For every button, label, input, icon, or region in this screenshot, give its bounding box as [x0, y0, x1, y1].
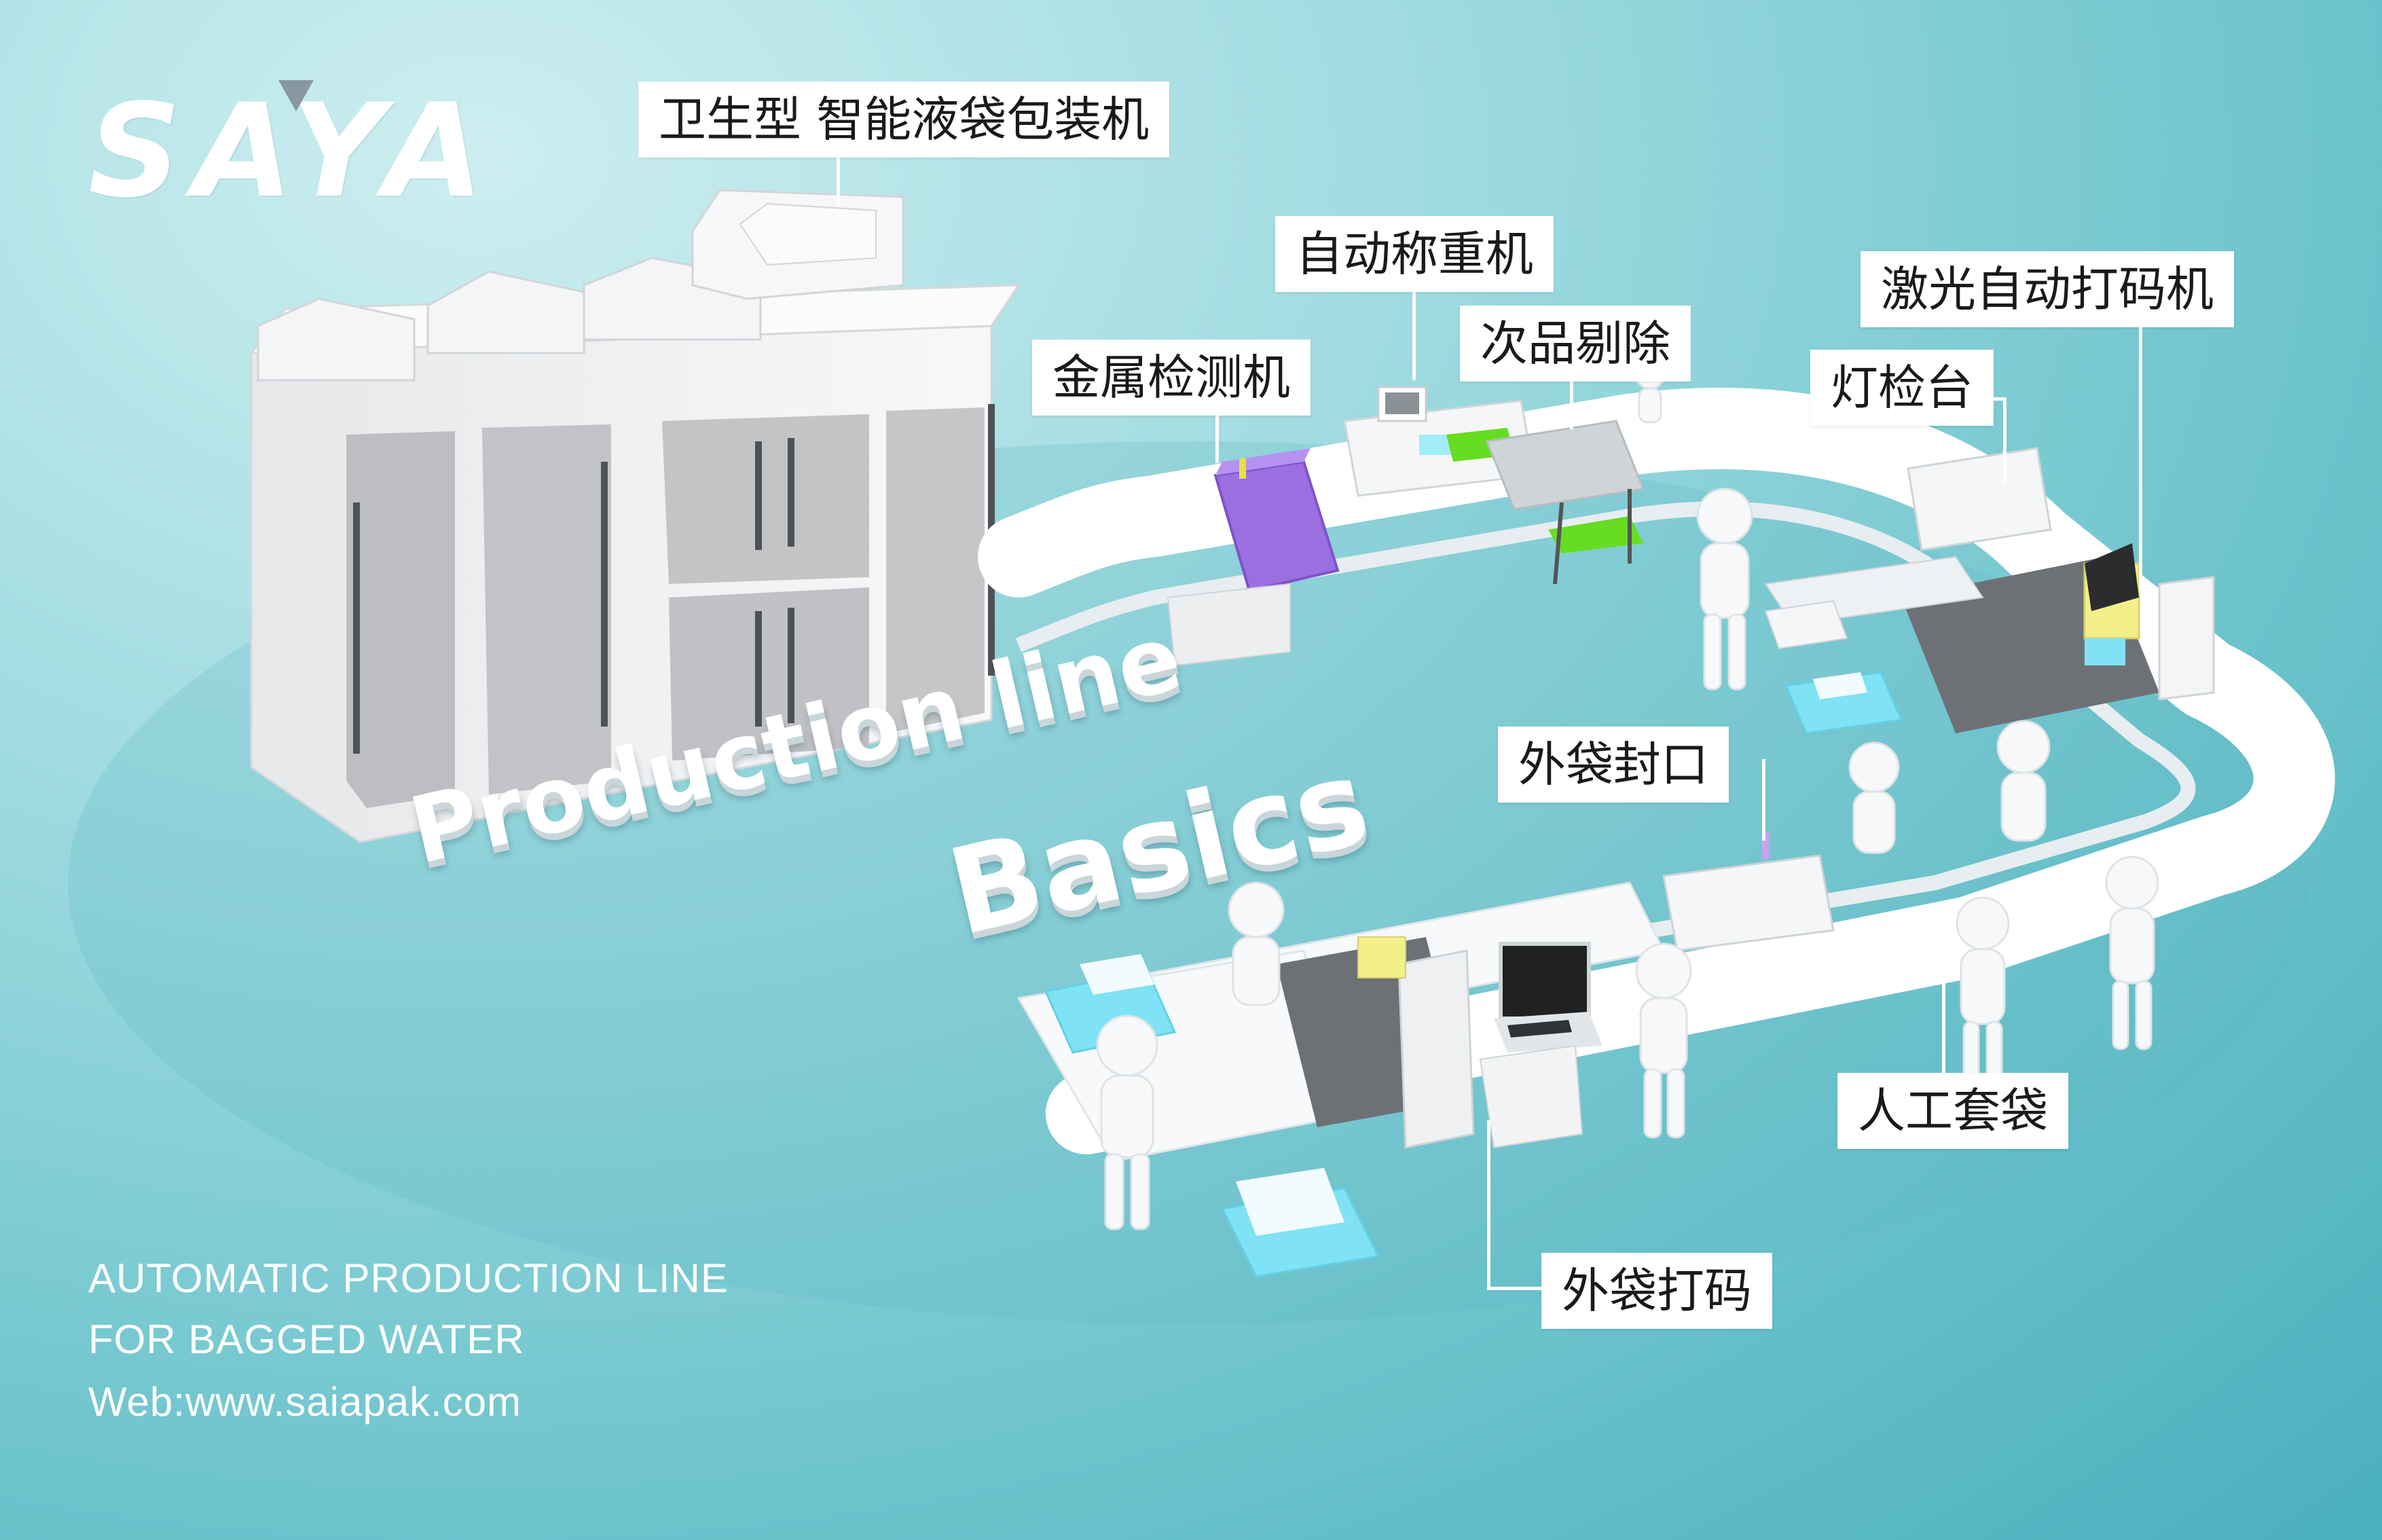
footer-line2: FOR BAGGED WATER: [88, 1317, 525, 1362]
packaging-machine: [249, 189, 1021, 843]
leader-reject: [1570, 375, 1573, 429]
label-metal-detector: 金属检测机: [1032, 340, 1311, 416]
leader-sealing: [1762, 759, 1765, 841]
label-outer-bag-coding: 外袋打码: [1541, 1253, 1772, 1329]
outer-bag-sealing-machine: [1662, 832, 1835, 952]
leader-coding: [1487, 1120, 1490, 1290]
metal-detector: [1167, 448, 1340, 667]
leader-manual: [1942, 978, 1945, 1090]
label-packaging-machine: 卫生型 智能液袋包装机: [638, 81, 1170, 158]
label-outer-bag-sealing: 外袋封口: [1498, 727, 1729, 803]
outer-bag-coding-machine: [1357, 936, 1602, 1149]
label-reject-station: 次品剔除: [1460, 306, 1691, 382]
laser-coder: [2083, 543, 2215, 701]
leader-weighing: [1412, 285, 1416, 380]
leader-coding-h: [1487, 1287, 1541, 1290]
label-weighing-machine: 自动称重机: [1275, 216, 1554, 292]
leader-laser: [2139, 320, 2142, 592]
label-light-inspection: 灯检台: [1810, 350, 1994, 426]
label-manual-bagging: 人工套袋: [1837, 1073, 2068, 1149]
footer-line1: AUTOMATIC PRODUCTION LINE: [88, 1255, 729, 1301]
leader-light: [2003, 397, 2007, 482]
leader-metal: [1215, 409, 1219, 463]
worker-figure-icon: [1096, 357, 2159, 1230]
logo-triangle-icon: [278, 80, 314, 111]
weighing-machine: [1343, 386, 1536, 497]
footer-website[interactable]: Web:www.saiapak.com: [88, 1379, 522, 1425]
leader-packaging: [837, 151, 840, 205]
reject-station: [1485, 420, 1645, 585]
label-laser-coder: 激光自动打码机: [1861, 251, 2234, 327]
